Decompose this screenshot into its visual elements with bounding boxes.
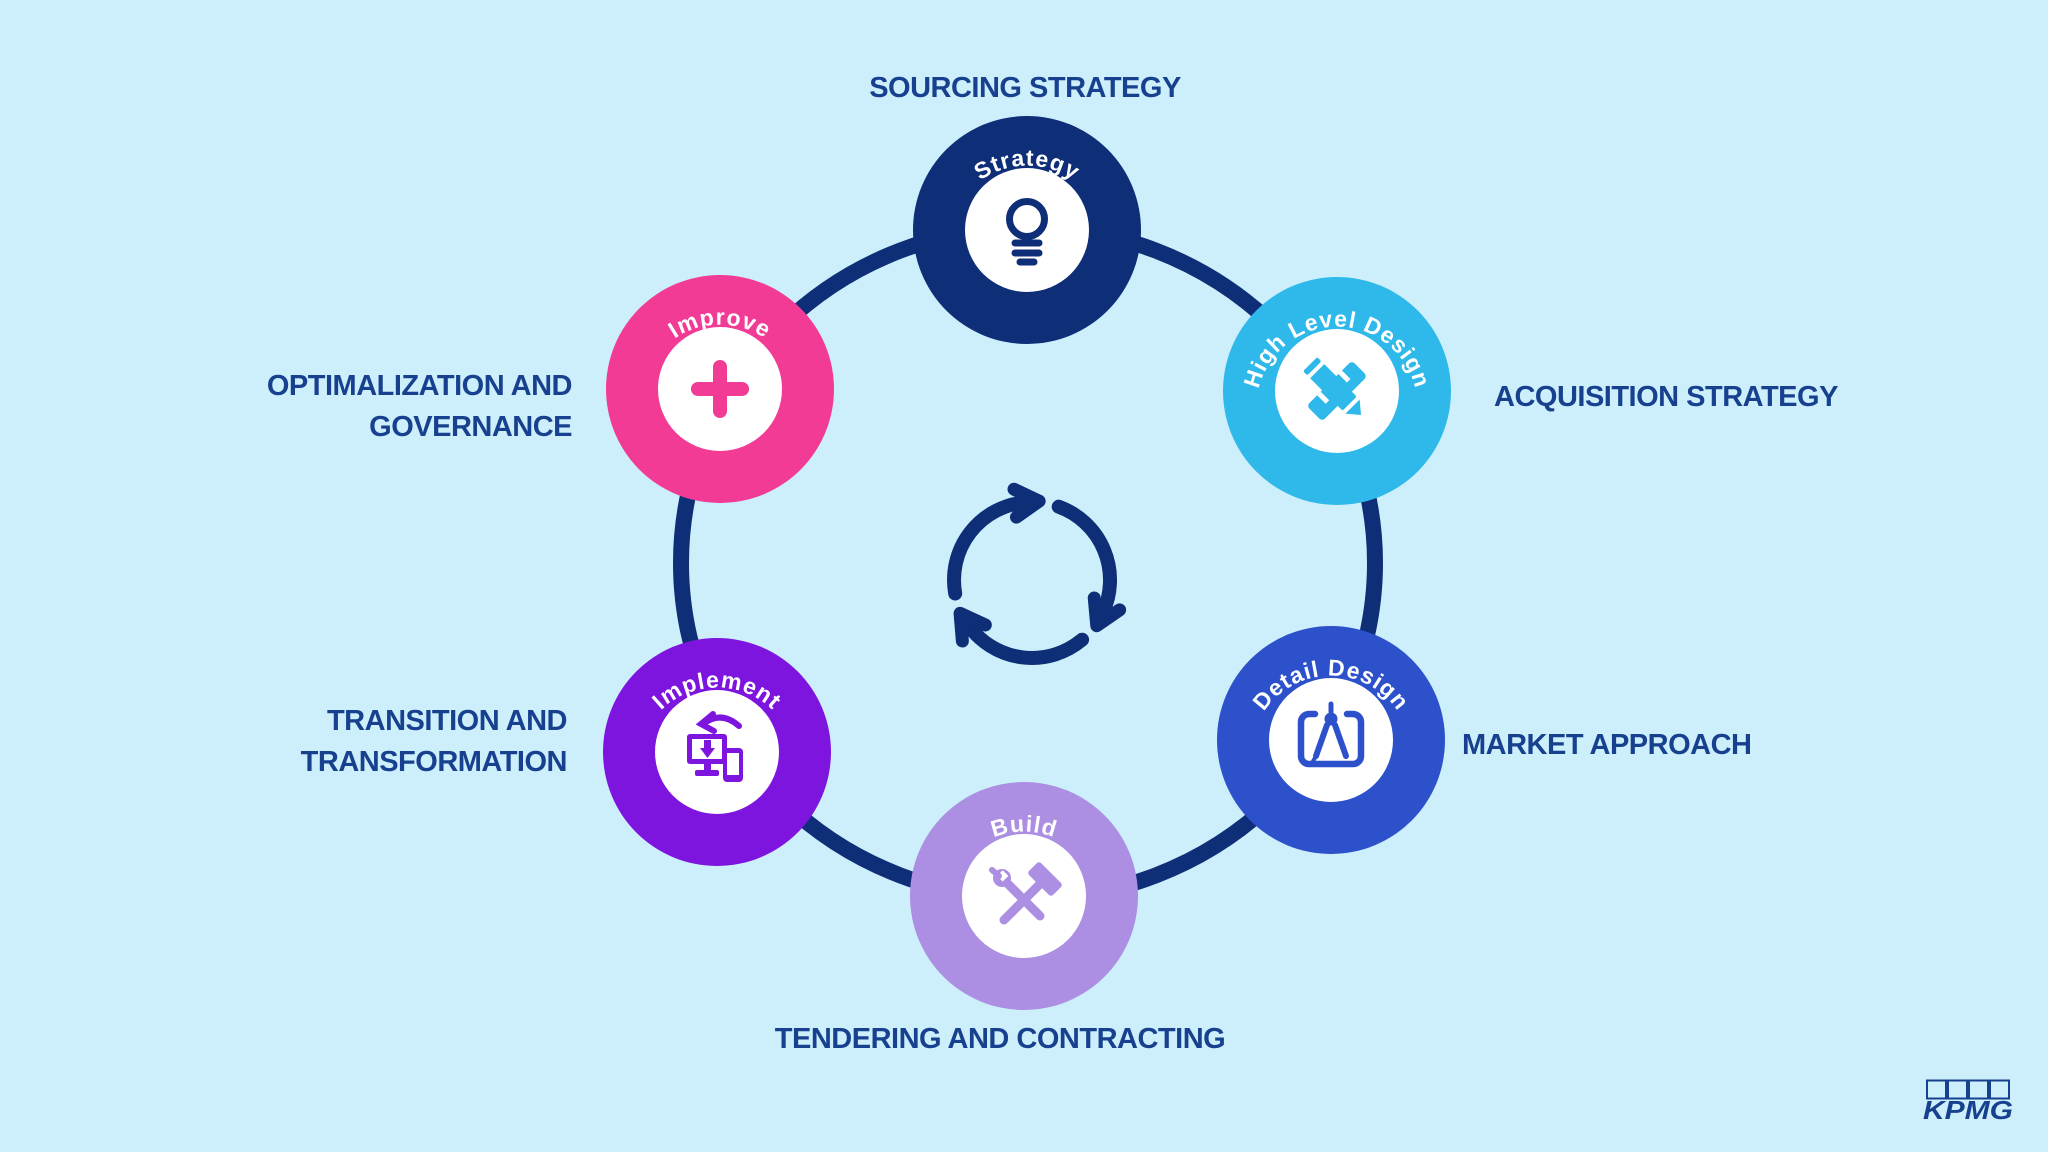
kpmg-logo-text: KPMG — [1923, 1095, 2013, 1121]
plus-icon — [691, 360, 749, 418]
cycle-arrows-icon — [947, 482, 1127, 665]
devices-sync-icon — [687, 711, 743, 782]
drafting-compass-icon — [1297, 701, 1365, 768]
transition-transformation-label: TRANSITION AND TRANSFORMATION — [300, 705, 568, 778]
kpmg-logo-squares — [1926, 1079, 2010, 1100]
kpmg-logo: KPMG — [1923, 1079, 2013, 1121]
tendering-contracting-label: TENDERING AND CONTRACTING — [774, 1023, 1226, 1055]
node-detail-design-inner-circle — [1269, 678, 1393, 802]
sourcing-strategy-label: SOURCING STRATEGY — [869, 72, 1181, 104]
node-high-level-design: High Level Design — [1223, 277, 1451, 505]
pencil-ruler-icon — [1303, 357, 1366, 420]
hammer-pliers-icon — [989, 862, 1062, 925]
acquisition-strategy-label: ACQUISITION STRATEGY — [1494, 381, 1838, 413]
node-strategy-inner-circle — [965, 168, 1089, 292]
node-build: Build — [910, 782, 1138, 1010]
node-implement: Implement — [603, 638, 831, 866]
optimalization-governance-label: OPTIMALIZATION AND GOVERNANCE — [266, 370, 573, 443]
node-improve: Improve — [606, 275, 834, 503]
market-approach-label: MARKET APPROACH — [1462, 729, 1752, 761]
node-strategy: Strategy — [913, 116, 1141, 344]
node-detail-design: Detail Design — [1217, 626, 1445, 854]
lightbulb-icon — [1006, 198, 1048, 266]
